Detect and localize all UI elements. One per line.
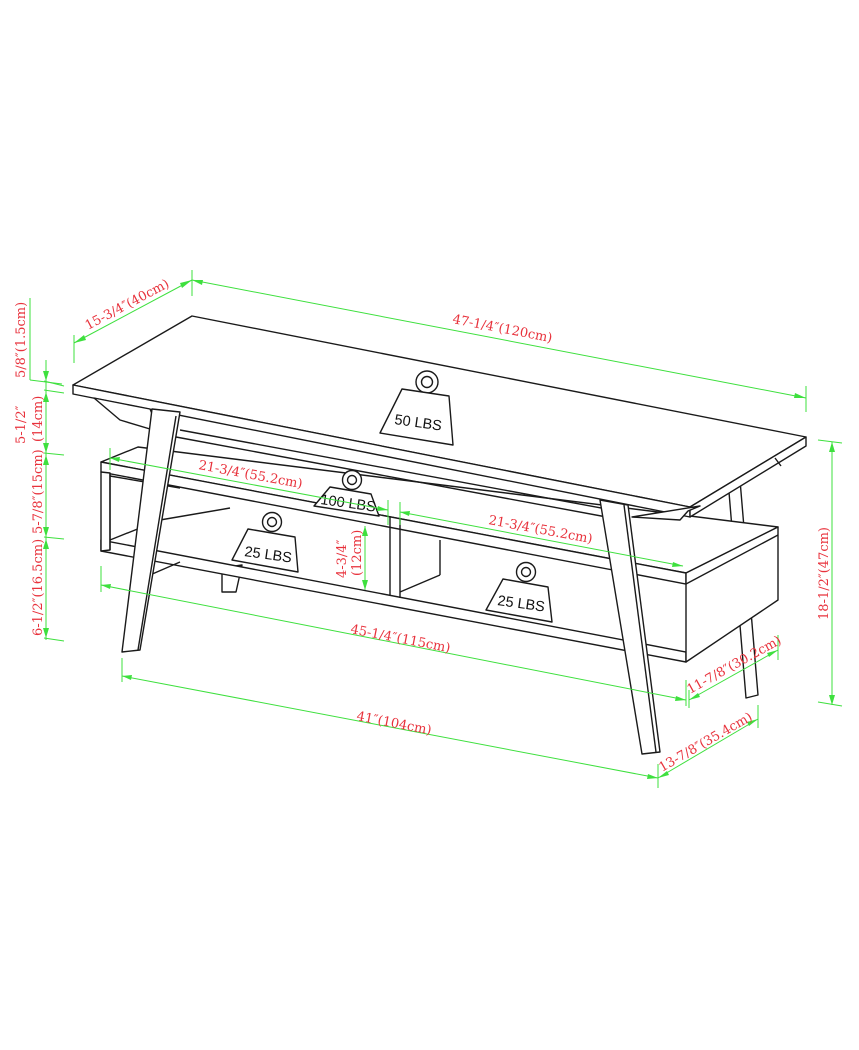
weight-label-top: 50 LBS [393,412,442,434]
dimension-left-vertical-stack: 5/8″(1.5cm) 5-1/2″ (14cm) 5-7/8″(15cm) 6… [14,298,65,642]
dimension-cubby-height: 4-3/4″ (12cm) [335,526,368,590]
weight-icon-left-cubby: 25 LBS [231,511,299,573]
front-right-leg [599,499,661,755]
front-left-leg [121,408,181,653]
weight-icon-middle-shelf: 100 LBS [313,469,380,517]
dimension-leg-span-depth: 13-7/8″(35.4cm) [657,705,759,779]
dimension-label-cabinet-upper: 5-7/8″(15cm) [31,449,46,534]
dimension-label-top-to-shelf-in: 5-1/2″ [14,405,29,444]
weight-label-right-cubby: 25 LBS [496,593,545,615]
dimension-label-floor-clearance: 6-1/2″(16.5cm) [31,539,46,636]
weight-label-left-cubby: 25 LBS [243,544,292,566]
middle-shelf [175,429,613,519]
dimension-label-overall-height: 18-1/2″(47cm) [817,527,832,620]
dimension-label-cabinet-width: 45-1/4″(115cm) [349,622,451,656]
dimension-label-top-thickness: 5/8″(1.5cm) [14,302,29,378]
dimension-label-top-width: 47-1/4″(120cm) [451,312,553,346]
dimension-overall-height: 18-1/2″(47cm) [817,439,843,707]
dimension-label-leg-span-width: 41″(104cm) [355,709,432,738]
weight-icon-right-cubby: 25 LBS [485,561,553,623]
weight-icon-top: 50 LBS [379,370,454,446]
dimension-label-cubby-height-in: 4-3/4″ [335,539,350,578]
dimension-label-leg-span-depth: 13-7/8″(35.4cm) [657,710,756,776]
dimension-label-top-to-shelf-cm: (14cm) [31,396,46,442]
dimension-label-cubby-height-cm: (12cm) [350,530,365,576]
dimension-leg-span-width: 41″(104cm) [121,658,659,788]
weight-label-middle-shelf: 100 LBS [319,492,376,516]
dimension-label-top-depth: 15-3/4″(40cm) [83,277,172,334]
